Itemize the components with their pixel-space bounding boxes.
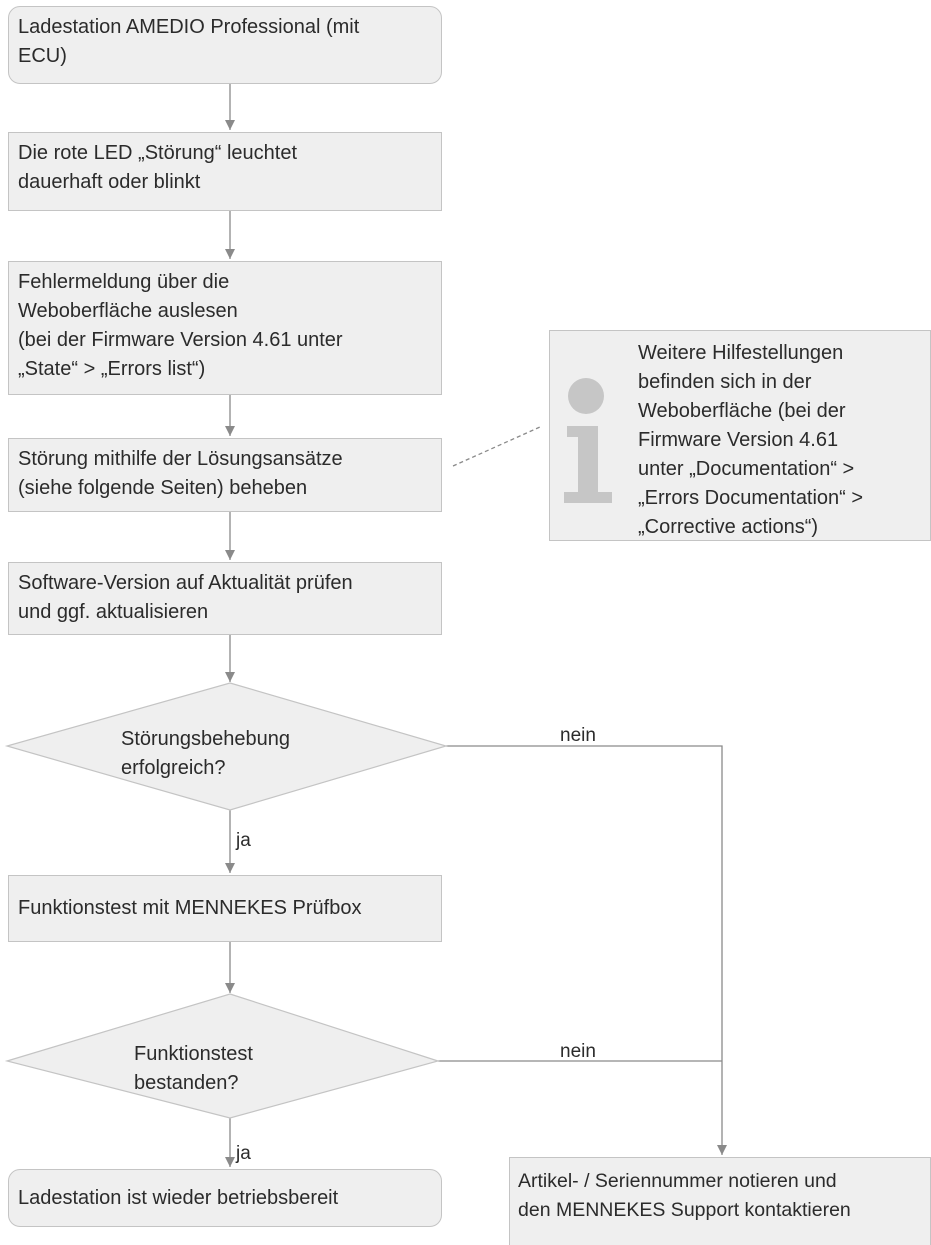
decision-diamond-2 <box>4 993 441 1119</box>
node-function-test: Funktionstest mit MENNEKES Prüfbox <box>8 875 442 942</box>
node-start: Ladestation AMEDIO Professional (mit ECU… <box>8 6 442 84</box>
info-text: Weitere Hilfestellungen befinden sich in… <box>638 342 864 538</box>
info-connector-dashed <box>452 426 541 467</box>
decision1-text: Störungsbehebung erfolgreich? <box>121 728 291 779</box>
label-yes-1: ja <box>236 830 251 851</box>
node-fix-fault: Störung mithilfe der Lösungsansätze (sie… <box>8 438 442 512</box>
node-software-check: Software-Version auf Aktualität prüfen u… <box>8 562 442 635</box>
info-box: Weitere Hilfestellungen befinden sich in… <box>549 330 931 541</box>
line-decision1-no <box>446 745 723 1010</box>
decision2-text: Funktionstest bestanden? <box>134 1043 253 1094</box>
node-contact-support: Artikel- / Seriennummer notieren und den… <box>509 1157 931 1245</box>
label-yes-2: ja <box>236 1143 251 1164</box>
node-read-error: Fehlermeldung über die Weboberfläche aus… <box>8 261 442 395</box>
decision-diamond-1 <box>4 682 449 811</box>
label-no-1: nein <box>560 725 596 746</box>
node-station-ready: Ladestation ist wieder betriebsbereit <box>8 1169 442 1227</box>
node-led-status: Die rote LED „Störung“ leuchtet dauerhaf… <box>8 132 442 211</box>
label-no-2: nein <box>560 1041 596 1062</box>
info-icon <box>564 378 612 503</box>
